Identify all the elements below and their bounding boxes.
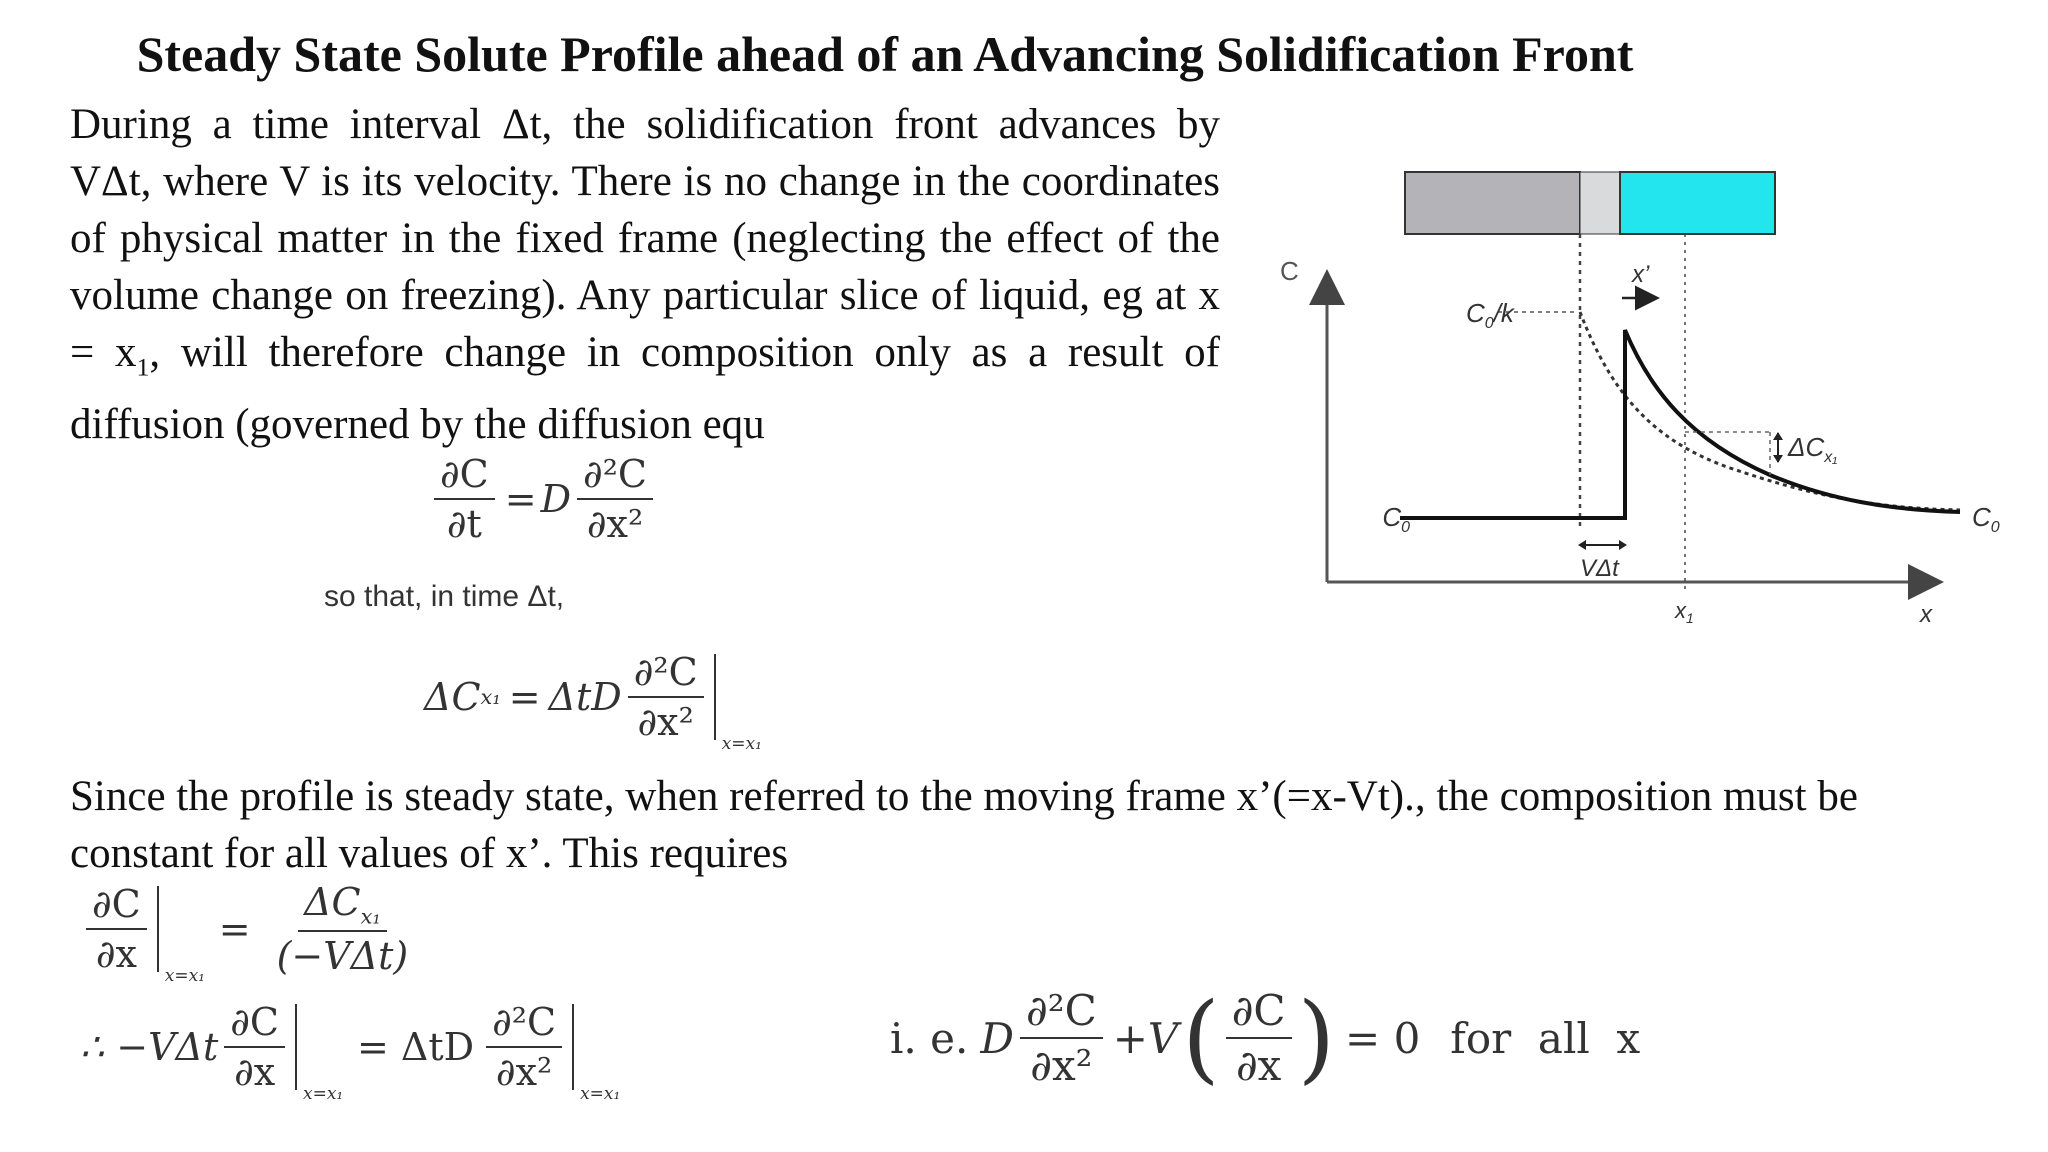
- eq4-num: ∂C: [224, 1000, 285, 1048]
- previous-profile-curve: [1578, 311, 1961, 512]
- eq5-for-all: for all x: [1450, 1013, 1641, 1063]
- eq1-d: D: [540, 477, 572, 521]
- combined-equation: ∴ −VΔt ∂C ∂x x=x₁ = ΔtD ∂²C ∂x² x=x₁: [80, 1000, 620, 1104]
- eq4-eval: x=x₁: [303, 1084, 344, 1104]
- eq1-rhs-num: ∂²C: [577, 452, 654, 500]
- eq5-pden: ∂x: [1235, 1041, 1282, 1090]
- final-equation: i. e. D ∂²C ∂x² +V ( ∂C ∂x ) = 0 for all…: [890, 986, 1640, 1090]
- diffusion-equation: ∂C ∂t = D ∂²C ∂x²: [428, 452, 659, 546]
- x-prime-label: x’: [1631, 261, 1650, 288]
- intro-text-end: , will therefore change in composition o…: [70, 329, 1220, 448]
- intro-text: During a time interval Δt, the solidific…: [70, 101, 1220, 376]
- eq5-num: ∂²C: [1020, 986, 1103, 1039]
- c0k-label: C0/k: [1466, 298, 1516, 332]
- liquid-region-bar: [1619, 171, 1776, 235]
- eq1-equals: =: [504, 477, 537, 521]
- c0-left-label: C0: [1382, 502, 1410, 536]
- eq3-rden: (−VΔt): [276, 934, 409, 979]
- current-profile-curve: [1400, 329, 1961, 520]
- eq4-eval-bar-2: x=x₁: [572, 1004, 620, 1104]
- solute-profile-diagram: C x C0/k ΔCx₁ x’ VΔt C0 C0 x1: [1280, 171, 2000, 628]
- eq4-equals: = ΔtD: [357, 1025, 475, 1069]
- x-axis-label: x: [1919, 601, 1933, 628]
- so-that-text: so that, in time Δt,: [324, 580, 565, 613]
- x1-subscript: 1: [136, 352, 150, 382]
- eq1-lhs-num: ∂C: [434, 452, 495, 500]
- eq2-lhs: ΔC: [424, 675, 481, 719]
- eq4-den: ∂x: [234, 1050, 276, 1094]
- eq2-eval-bar: x=x₁: [713, 654, 762, 754]
- solid-region-bar: [1404, 171, 1581, 235]
- x1-label: x1: [1674, 598, 1694, 626]
- eq3-eval-bar: x=x₁: [156, 886, 205, 986]
- eq5-fraction: ∂²C ∂x²: [1020, 986, 1103, 1090]
- eq5-plus: +V: [1112, 1013, 1179, 1063]
- eq5-pnum: ∂C: [1225, 986, 1292, 1039]
- d2c-dx2-fraction: ∂²C ∂x²: [577, 452, 654, 546]
- eq5-den: ∂x²: [1030, 1041, 1093, 1090]
- vdt-label: VΔt: [1580, 555, 1620, 582]
- transition-region-bar: [1579, 171, 1621, 235]
- dc-dt-fraction: ∂C ∂t: [434, 452, 495, 546]
- left-paren: (: [1182, 982, 1220, 1094]
- eq1-rhs-den: ∂x²: [586, 502, 644, 546]
- eq3-fraction: ∂C ∂x: [86, 882, 147, 976]
- gradient-equation: ∂C ∂x x=x₁ = ΔCx₁ (−VΔt): [80, 880, 420, 986]
- eq4-rnum: ∂²C: [486, 1000, 563, 1048]
- eq3-rnum: ΔC: [304, 880, 361, 924]
- eq2-equals: =: [508, 675, 541, 719]
- eq4-reval: x=x₁: [580, 1084, 621, 1104]
- eq3-rhs-fraction: ΔCx₁ (−VΔt): [271, 880, 415, 978]
- eq2-lhs-sub: x₁: [480, 685, 501, 709]
- steady-state-paragraph: Since the profile is steady state, when …: [70, 773, 1858, 877]
- eq2-coef: ΔtD: [548, 675, 622, 719]
- eq4-eval-bar: x=x₁: [295, 1004, 343, 1104]
- eq4-fraction: ∂C ∂x: [224, 1000, 285, 1094]
- eq2-num: ∂²C: [627, 650, 704, 698]
- eq3-rnum-sub: x₁: [360, 904, 381, 929]
- eq2-fraction: ∂²C ∂x²: [627, 650, 704, 744]
- eq5-rhs: = 0: [1345, 1013, 1421, 1063]
- eq4-rhs-fraction: ∂²C ∂x²: [486, 1000, 563, 1094]
- right-paren: ): [1297, 982, 1336, 1094]
- eq3-eval: x=x₁: [164, 966, 205, 987]
- eq4-prefix: ∴ −VΔt: [80, 1025, 219, 1069]
- intro-paragraph: During a time interval Δt, the solidific…: [70, 96, 1220, 453]
- eq1-lhs-den: ∂t: [446, 502, 482, 546]
- eq3-den: ∂x: [95, 932, 137, 977]
- eq3-equals: =: [218, 907, 251, 952]
- eq3-num: ∂C: [86, 882, 147, 931]
- eq4-rden: ∂x²: [495, 1050, 553, 1094]
- c0-right-label: C0: [1972, 502, 2000, 536]
- page-title: Steady State Solute Profile ahead of an …: [136, 26, 1634, 82]
- eq5-prefix: i. e.: [890, 1013, 969, 1063]
- eq2-eval: x=x₁: [721, 734, 762, 754]
- c-axis-label: C: [1280, 256, 1299, 286]
- eq2-den: ∂x²: [637, 700, 694, 744]
- eq5-paren-fraction: ∂C ∂x: [1225, 986, 1292, 1090]
- eq5-d: D: [980, 1013, 1015, 1063]
- delta-c-label: ΔCx₁: [1787, 432, 1837, 466]
